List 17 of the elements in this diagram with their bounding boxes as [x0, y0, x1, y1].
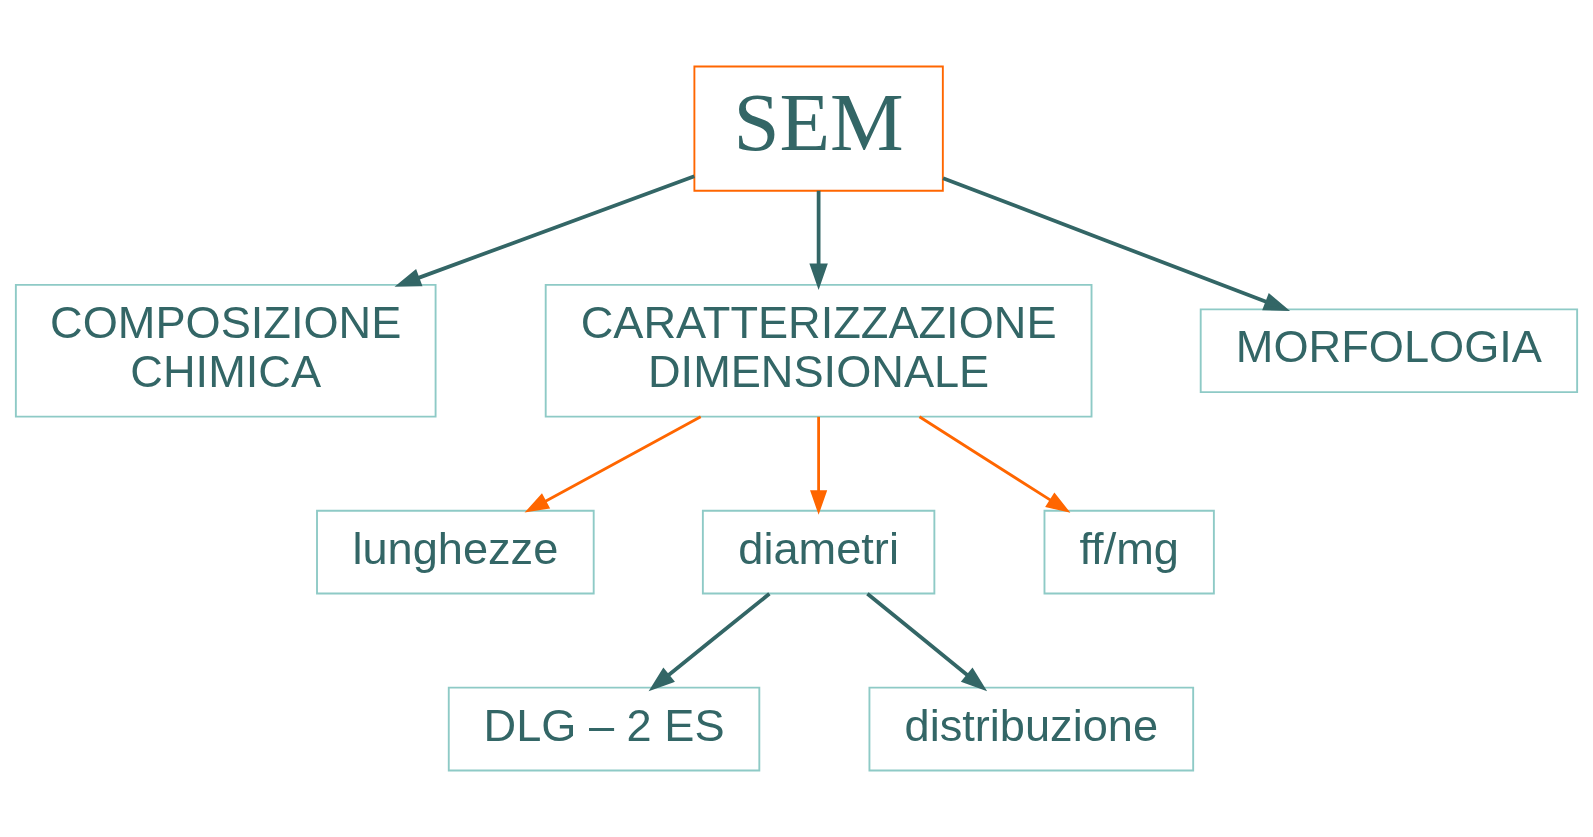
node-box: distribuzione — [868, 686, 1195, 772]
node-box: COMPOSIZIONE CHIMICA — [14, 283, 437, 418]
node-box: SEM — [693, 65, 944, 192]
arrow — [810, 416, 828, 515]
node-box: lunghezze — [316, 509, 595, 595]
node-box: MORFOLOGIA — [1199, 308, 1579, 394]
node-box: CARATTERIZZAZIONE DIMENSIONALE — [544, 283, 1093, 418]
node-box: diametri — [701, 509, 936, 595]
arrow — [648, 592, 771, 692]
arrow — [918, 415, 1071, 513]
arrow — [942, 176, 1291, 312]
node-box: DLG – 2 ES — [447, 686, 761, 772]
arrow — [524, 415, 702, 513]
node-box: ff/mg — [1043, 509, 1215, 595]
arrow — [809, 190, 828, 290]
arrow — [866, 592, 988, 692]
arrow — [394, 174, 695, 287]
